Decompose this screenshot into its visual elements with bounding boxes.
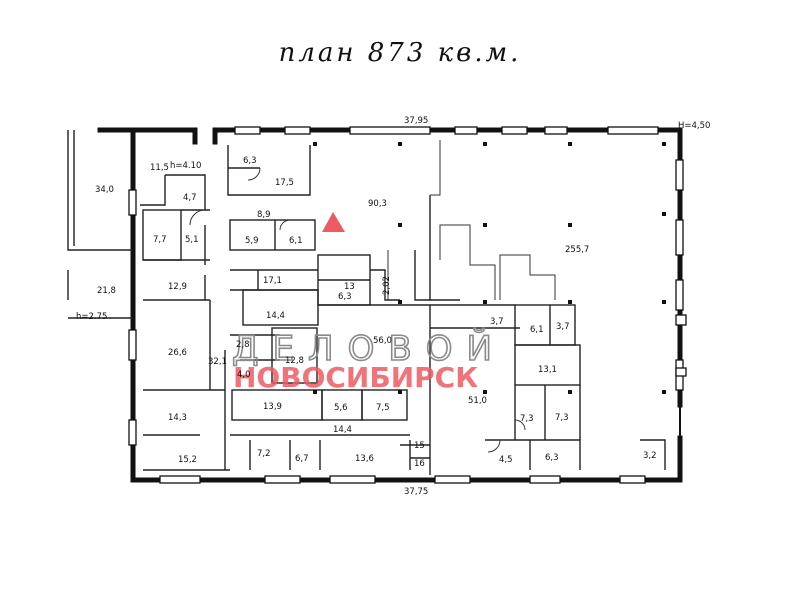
room-labels: 34,0 21,8 11,5 4,7 7,7 5,1 12,9 26,6 14,… (95, 156, 657, 469)
room-label: 15 (414, 441, 425, 451)
room-label: 51,0 (468, 396, 487, 406)
room-label: 34,0 (95, 185, 114, 195)
room-label: 13 (344, 282, 355, 292)
room-label: 56,0 (373, 336, 392, 346)
room-label: 14,3 (168, 413, 187, 423)
dim-bottom-width: 37,75 (404, 487, 428, 497)
dim-height-small: h=4.10 (170, 161, 201, 171)
room-label: 12,8 (285, 356, 304, 366)
room-label: 14,4 (333, 425, 352, 435)
room-label: 3,2 (643, 451, 657, 461)
watermark: ДЕЛОВОЙ НОВОСИБИРСК (231, 212, 506, 394)
room-label: 17,1 (263, 276, 282, 286)
room-label: 32,1 (208, 357, 227, 367)
room-label: 255,7 (565, 245, 589, 255)
room-label: 2,02 (382, 276, 392, 295)
dimension-labels: 37,95 37,75 H=4,50 h=4.10 h=2.75 (76, 116, 710, 497)
room-label: 6,3 (243, 156, 257, 166)
room-label: 5,1 (185, 235, 199, 245)
room-label: 7,5 (376, 403, 390, 413)
room-label: 7,3 (555, 413, 569, 423)
dim-height-main: H=4,50 (678, 121, 710, 131)
room-label: 7,2 (257, 449, 271, 459)
room-label: 3,7 (556, 322, 570, 332)
room-label: 90,3 (368, 199, 387, 209)
room-label: 6,7 (295, 454, 309, 464)
room-label: 11,5 (150, 163, 169, 173)
columns (313, 142, 666, 394)
room-label: 5,9 (245, 236, 259, 246)
room-label: 16 (414, 459, 425, 469)
plan-title: план 873 кв.м. (278, 38, 522, 68)
room-label: 15,2 (178, 455, 197, 465)
dim-top-width: 37,95 (404, 116, 428, 126)
room-label: 4,7 (183, 193, 197, 203)
room-label: 26,6 (168, 348, 187, 358)
room-label: 4,0 (237, 370, 251, 380)
watermark-line1: ДЕЛОВОЙ (232, 328, 506, 369)
partitions (140, 140, 666, 475)
room-label: 6,3 (338, 292, 352, 302)
room-label: 14,4 (266, 311, 285, 321)
room-label: 17,5 (275, 178, 294, 188)
room-label: 2,8 (236, 340, 250, 350)
room-label: 6,3 (545, 453, 559, 463)
watermark-line2: НОВОСИБИРСК (233, 361, 478, 394)
dim-height-annex: h=2.75 (76, 312, 107, 322)
watermark-logo-icon (322, 212, 345, 232)
windows-bottom (159, 475, 646, 484)
room-label: 13,6 (355, 454, 374, 464)
room-label: 5,6 (334, 403, 348, 413)
room-label: 21,8 (97, 286, 116, 296)
windows-right (675, 159, 687, 391)
room-label: 13,9 (263, 402, 282, 412)
room-label: 6,1 (289, 236, 303, 246)
room-label: 4,5 (499, 455, 513, 465)
room-label: 3,7 (490, 317, 504, 327)
outer-walls (67, 127, 683, 483)
room-label: 13,1 (538, 365, 557, 375)
windows-left (128, 189, 137, 446)
room-label: 6,1 (530, 325, 544, 335)
room-label: 12,9 (168, 282, 187, 292)
windows-top (234, 126, 659, 135)
room-label: 7,3 (520, 414, 534, 424)
room-label: 8,9 (257, 210, 271, 220)
room-label: 7,7 (153, 235, 167, 245)
